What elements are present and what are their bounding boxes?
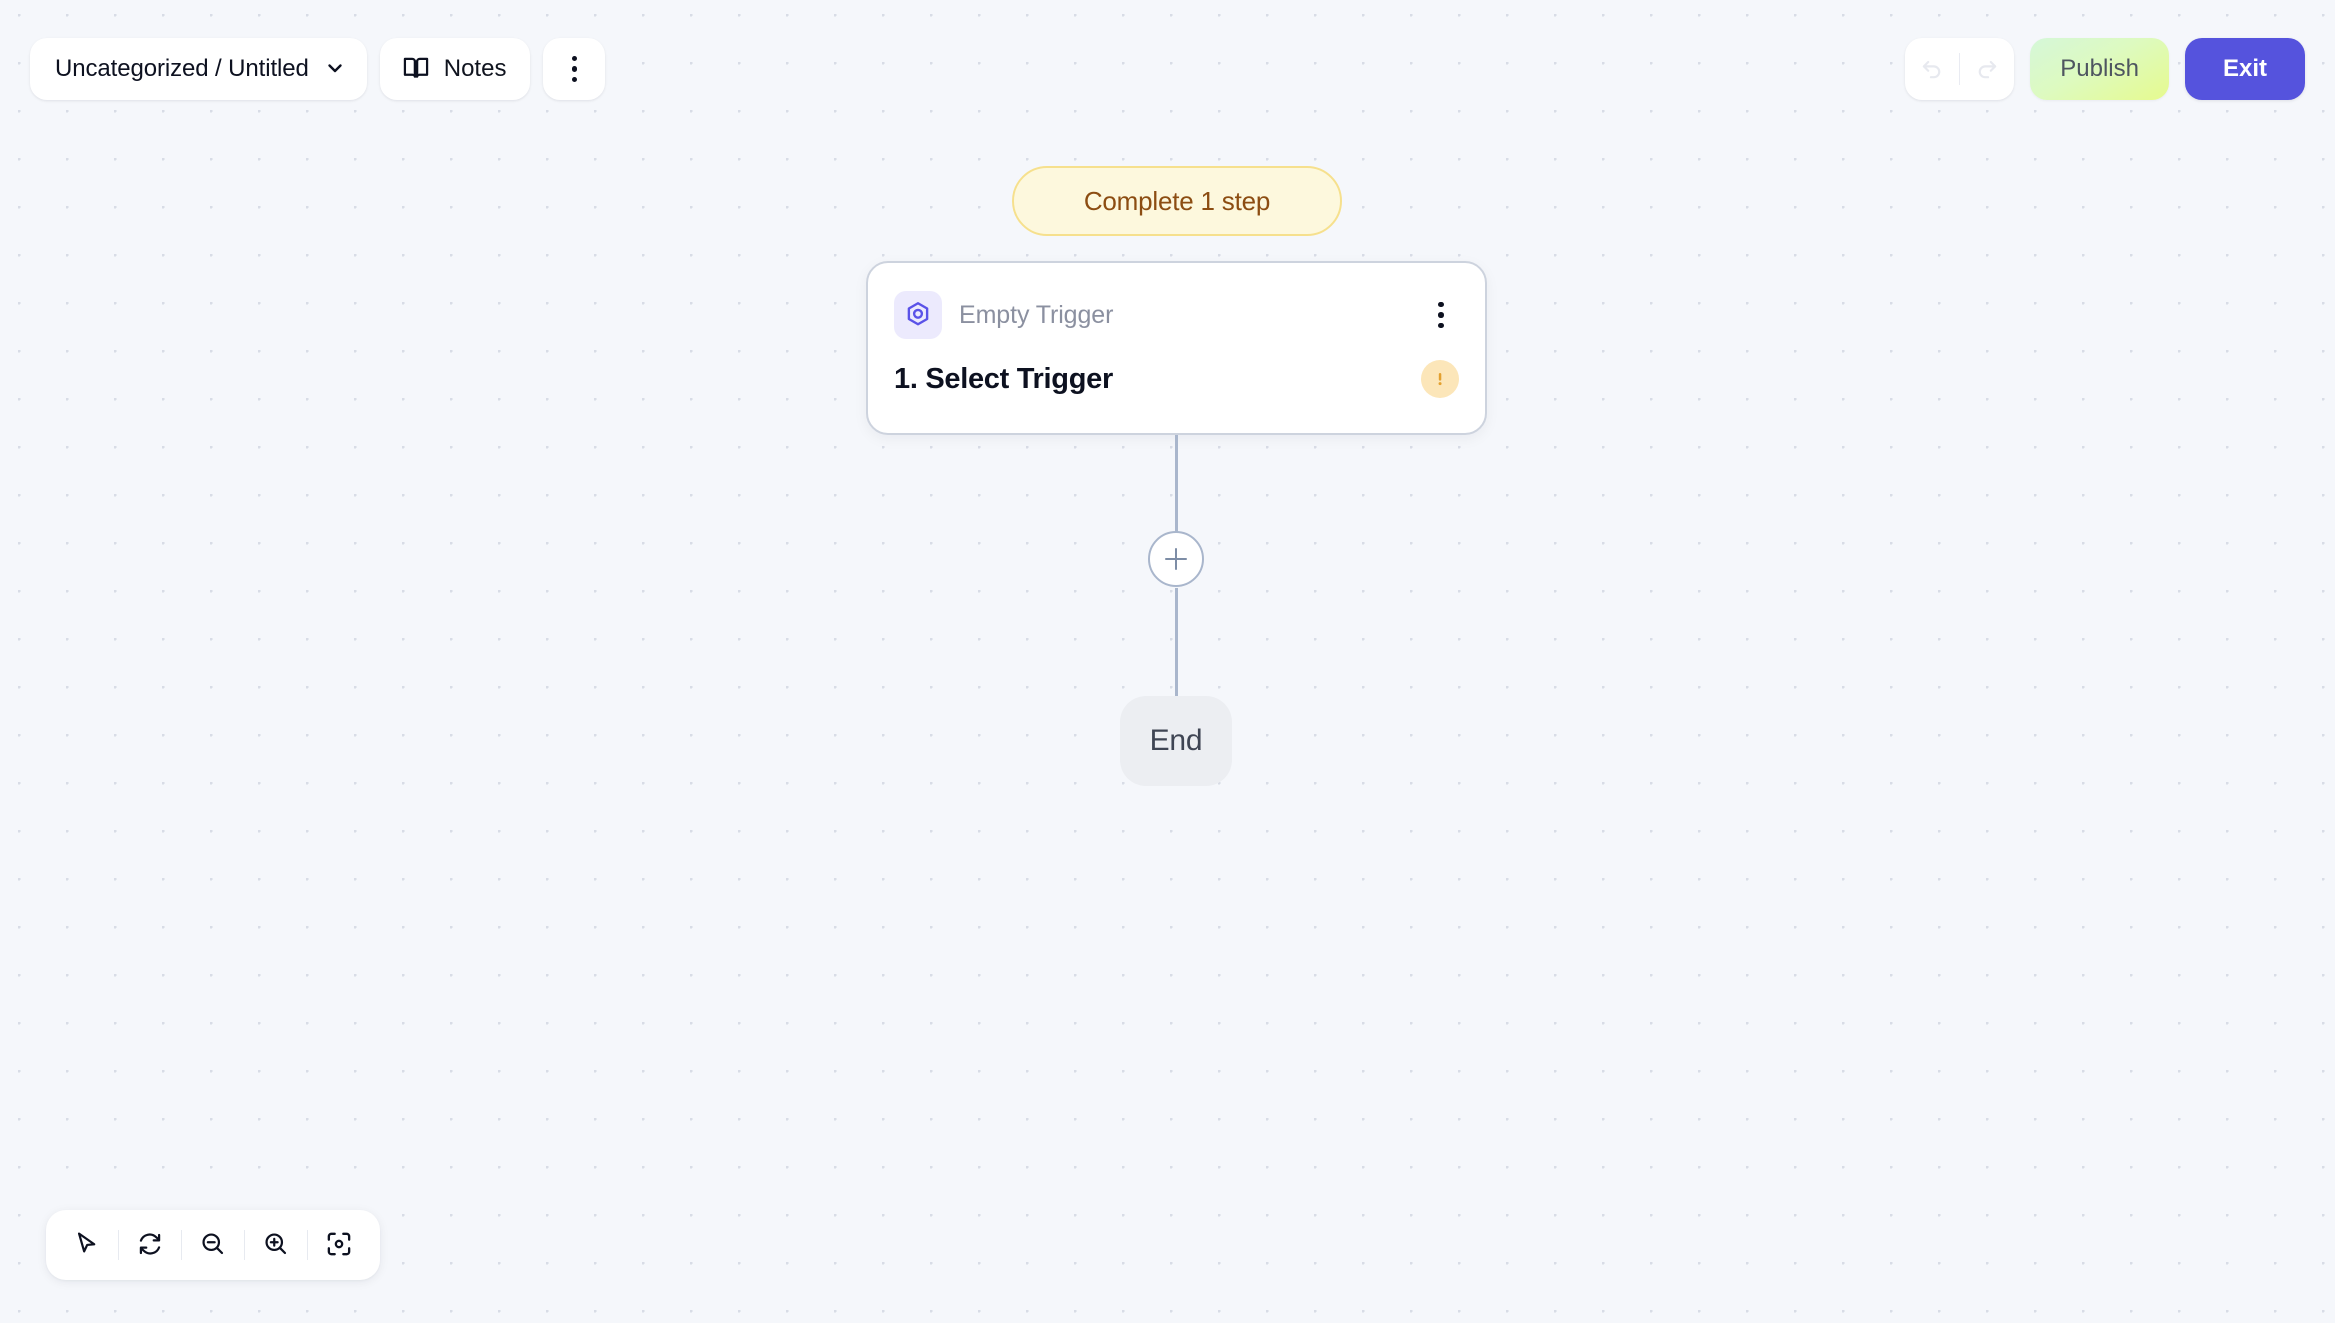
- trigger-node-card[interactable]: Empty Trigger 1. Select Trigger: [866, 261, 1487, 435]
- status-badge-label: Complete 1 step: [1083, 185, 1271, 216]
- breadcrumb-label: Uncategorized / Untitled: [55, 55, 309, 82]
- notes-button[interactable]: Notes: [379, 38, 531, 100]
- trigger-node-subtitle: Empty Trigger: [959, 300, 1114, 329]
- redo-button[interactable]: [1960, 38, 2014, 100]
- end-node[interactable]: End: [1120, 696, 1232, 786]
- more-options-button[interactable]: [543, 38, 606, 100]
- notes-label: Notes: [443, 55, 507, 82]
- fit-view-button[interactable]: [308, 1214, 370, 1276]
- zoom-out-icon: [199, 1230, 227, 1261]
- zoom-in-icon: [262, 1230, 290, 1261]
- toolbar-divider: [307, 1230, 308, 1260]
- history-divider: [1959, 53, 1961, 85]
- trigger-node-menu-button[interactable]: [1423, 295, 1459, 335]
- redo-arrow-icon: [1974, 55, 2000, 84]
- edge-trigger-to-add: [1175, 435, 1178, 539]
- focus-frame-icon: [325, 1230, 353, 1261]
- edge-add-to-end: [1175, 588, 1178, 696]
- refresh-icon: [136, 1230, 164, 1261]
- toolbar-divider: [244, 1230, 245, 1260]
- select-tool-button[interactable]: [56, 1214, 118, 1276]
- breadcrumb-dropdown[interactable]: Uncategorized / Untitled: [30, 38, 367, 100]
- trigger-node-header: Empty Trigger: [894, 291, 1459, 339]
- add-step-button[interactable]: [1148, 531, 1204, 587]
- end-node-label: End: [1149, 724, 1203, 757]
- history-button-group: [1905, 38, 2015, 100]
- status-badge[interactable]: Complete 1 step: [1012, 166, 1342, 236]
- chevron-down-icon: [325, 58, 345, 81]
- toolbar-divider: [118, 1230, 119, 1260]
- zoom-out-button[interactable]: [182, 1214, 244, 1276]
- exit-button[interactable]: Exit: [2184, 38, 2305, 100]
- toolbar-divider: [181, 1230, 182, 1260]
- undo-button[interactable]: [1905, 38, 1959, 100]
- reset-view-button[interactable]: [119, 1214, 181, 1276]
- trigger-node-title: 1. Select Trigger: [894, 362, 1113, 395]
- kebab-menu-icon: [571, 55, 578, 83]
- canvas-toolbar: [46, 1210, 380, 1280]
- undo-arrow-icon: [1919, 55, 1945, 84]
- kebab-menu-icon: [1438, 301, 1444, 329]
- topbar-right-group: Publish Exit: [1905, 38, 2305, 100]
- publish-button[interactable]: Publish: [2030, 38, 2169, 100]
- warning-exclamation-icon[interactable]: [1421, 360, 1459, 398]
- book-icon: [402, 54, 430, 85]
- hexagon-target-icon: [894, 291, 942, 339]
- trigger-node-title-row: 1. Select Trigger: [894, 351, 1459, 407]
- cursor-pointer-icon: [73, 1230, 101, 1261]
- zoom-in-button[interactable]: [245, 1214, 307, 1276]
- topbar-left-group: Uncategorized / Untitled Notes: [30, 38, 606, 100]
